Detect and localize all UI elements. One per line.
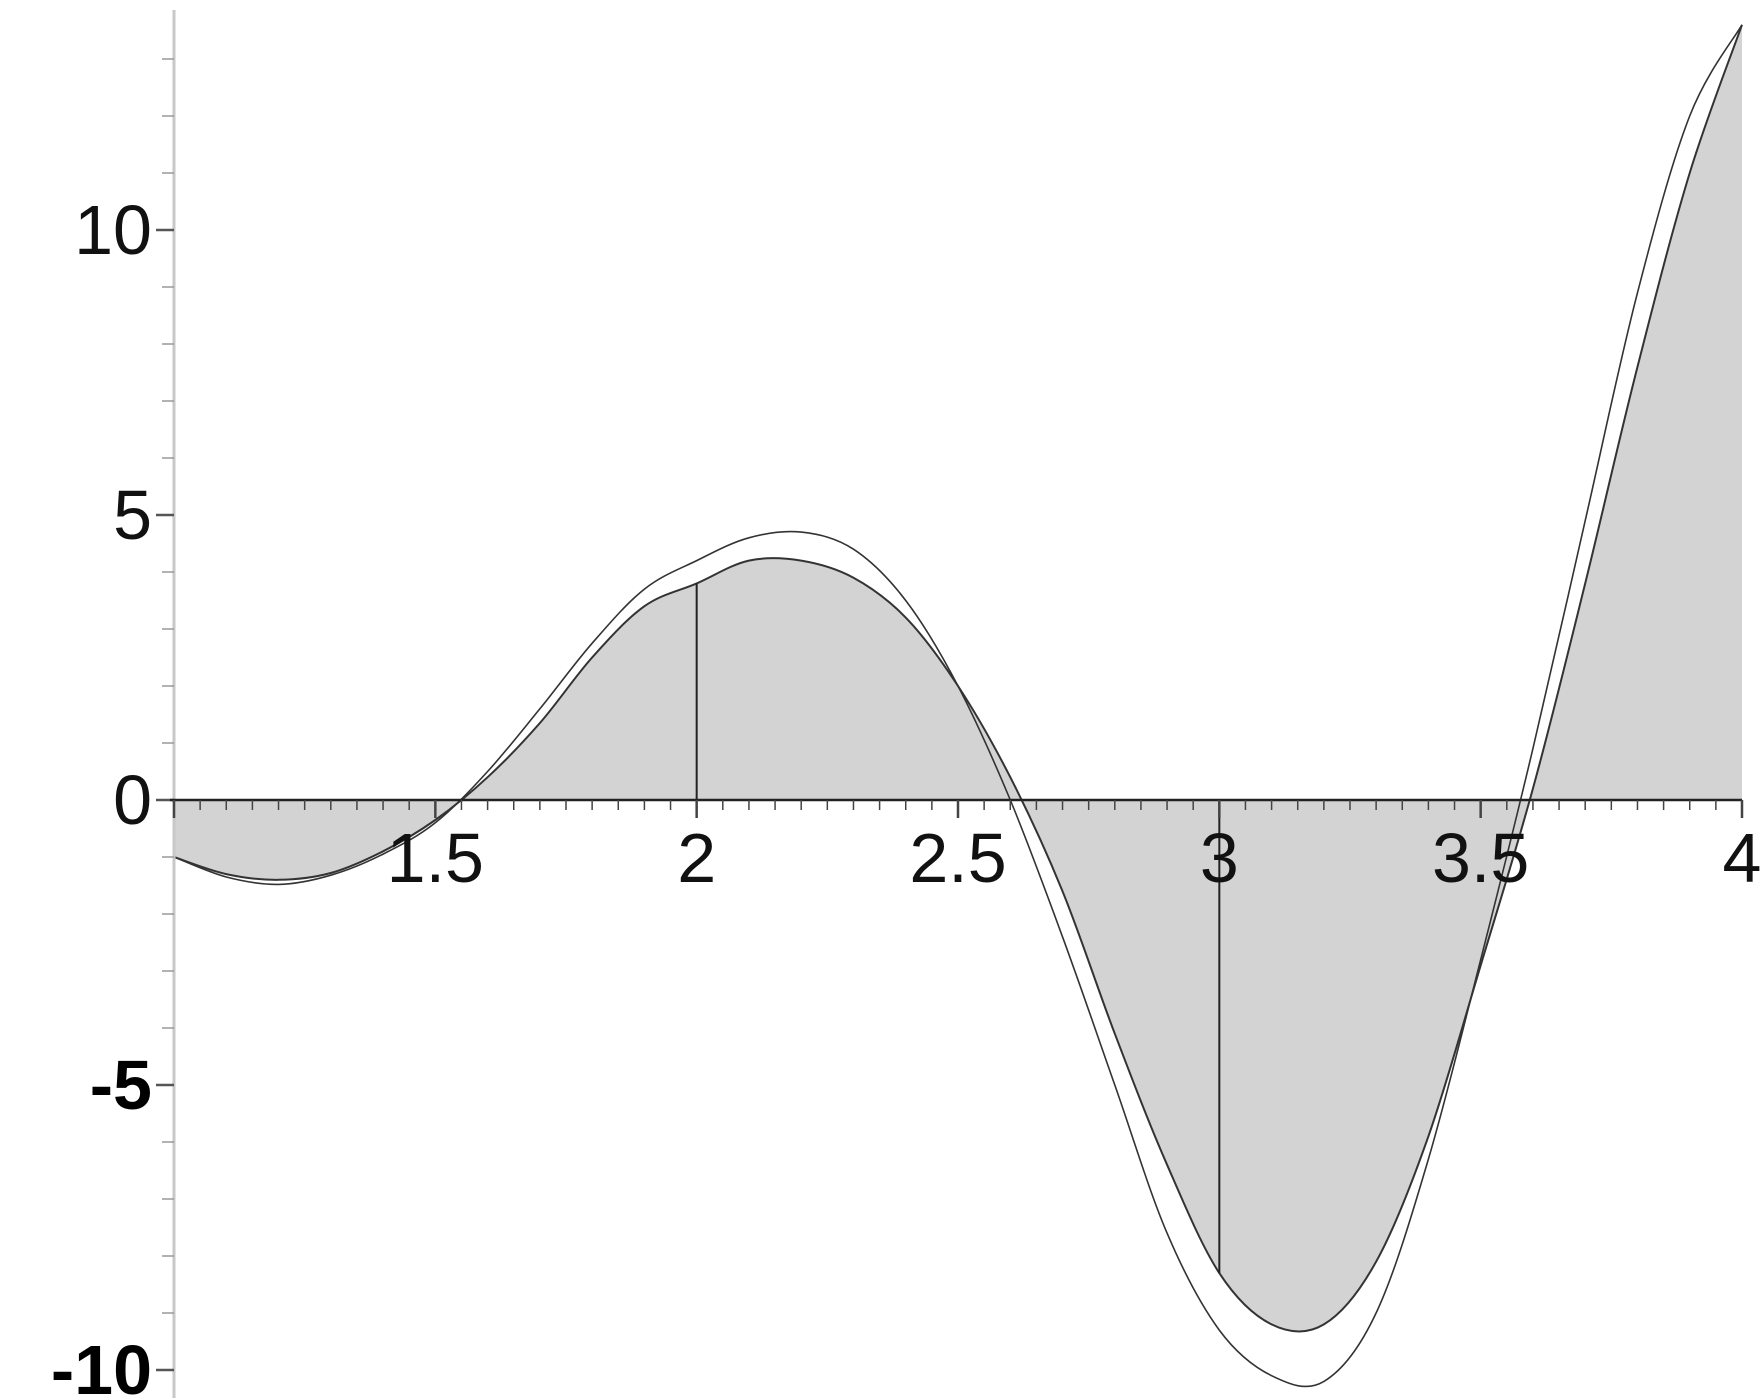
y-tick-label: -5 bbox=[90, 1046, 152, 1124]
axis-layer bbox=[156, 10, 1744, 1398]
shaded-area bbox=[174, 24, 1742, 1332]
y-tick-label: 5 bbox=[113, 476, 152, 554]
function-curve bbox=[173, 24, 1743, 1388]
x-tick-label: 3.5 bbox=[1432, 819, 1529, 897]
x-tick-label: 2 bbox=[677, 819, 716, 897]
curve-layer bbox=[173, 24, 1743, 1388]
interpolant-curve bbox=[173, 24, 1743, 1333]
label-layer: 1.5 2 2.5 3 3.5 4 10 5 0 -5 -10 bbox=[51, 191, 1762, 1398]
fill-layer bbox=[174, 24, 1742, 1332]
x-tick-label: 2.5 bbox=[909, 819, 1006, 897]
x-tick-label: 3 bbox=[1200, 819, 1239, 897]
x-tick-label: 1.5 bbox=[387, 819, 484, 897]
y-tick-label: 10 bbox=[74, 191, 152, 269]
y-tick-label: 0 bbox=[113, 761, 152, 839]
x-tick-label: 4 bbox=[1723, 819, 1762, 897]
y-tick-label: -10 bbox=[51, 1331, 152, 1398]
